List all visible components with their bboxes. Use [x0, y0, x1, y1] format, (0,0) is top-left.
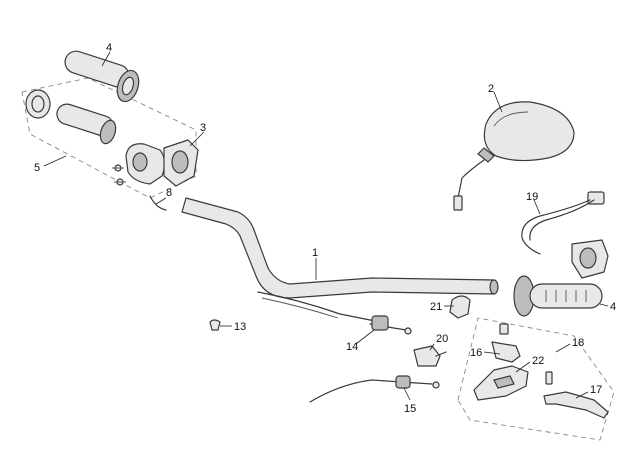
- throttle-cable-stub: [149, 195, 167, 211]
- leader-14: [355, 329, 375, 345]
- cable-14: [369, 315, 412, 335]
- leader-18: [555, 343, 571, 353]
- handlebar: [181, 197, 495, 299]
- callout-4-top: 4: [106, 42, 112, 54]
- leader-22: [515, 361, 531, 373]
- callout-4-right: 4: [610, 301, 616, 313]
- throttle-tube: [56, 103, 117, 145]
- handlebar-right-end: [489, 279, 499, 295]
- leader-20: [429, 343, 435, 351]
- housing-clamp: [163, 139, 199, 187]
- leader-2: [493, 91, 503, 113]
- callout-15: 15: [404, 403, 416, 415]
- grip-top: [64, 50, 140, 103]
- callout-17: 17: [590, 384, 602, 396]
- cable-upper-2: [261, 297, 339, 319]
- callout-13: 13: [234, 321, 246, 333]
- clip-13: [209, 319, 221, 331]
- lever-assembly: [473, 323, 609, 419]
- cable-clamp: [449, 295, 471, 319]
- callout-18: 18: [572, 337, 584, 349]
- leader-19: [533, 199, 541, 215]
- leader-17: [575, 391, 589, 399]
- switch-20: [413, 345, 447, 367]
- leader-16: [483, 351, 501, 355]
- leader-15: [403, 387, 411, 401]
- callout-2: 2: [488, 83, 494, 95]
- callout-21: 21: [430, 301, 442, 313]
- grip-ring: [25, 89, 51, 119]
- callout-22: 22: [532, 355, 544, 367]
- callout-16: 16: [470, 347, 482, 359]
- throttle-housing: [112, 143, 166, 186]
- callout-3: 3: [200, 122, 206, 134]
- callout-19: 19: [526, 191, 538, 203]
- callout-1: 1: [312, 247, 318, 259]
- switch-assembly: [521, 191, 609, 279]
- leader-4-right: [599, 303, 609, 307]
- callout-5: 5: [34, 162, 40, 174]
- leader-4-top: [101, 51, 111, 67]
- grip-right: [513, 275, 603, 317]
- cable-15: [309, 375, 440, 403]
- callout-8: 8: [166, 187, 172, 199]
- cable-upper: [257, 291, 381, 323]
- leader-5: [43, 155, 67, 167]
- group-outline-lever-assembly: [457, 317, 615, 441]
- leader-3: [189, 131, 205, 147]
- mirror: [453, 101, 575, 211]
- callout-20: 20: [436, 333, 448, 345]
- leader-8: [155, 197, 167, 205]
- callout-14: 14: [346, 341, 358, 353]
